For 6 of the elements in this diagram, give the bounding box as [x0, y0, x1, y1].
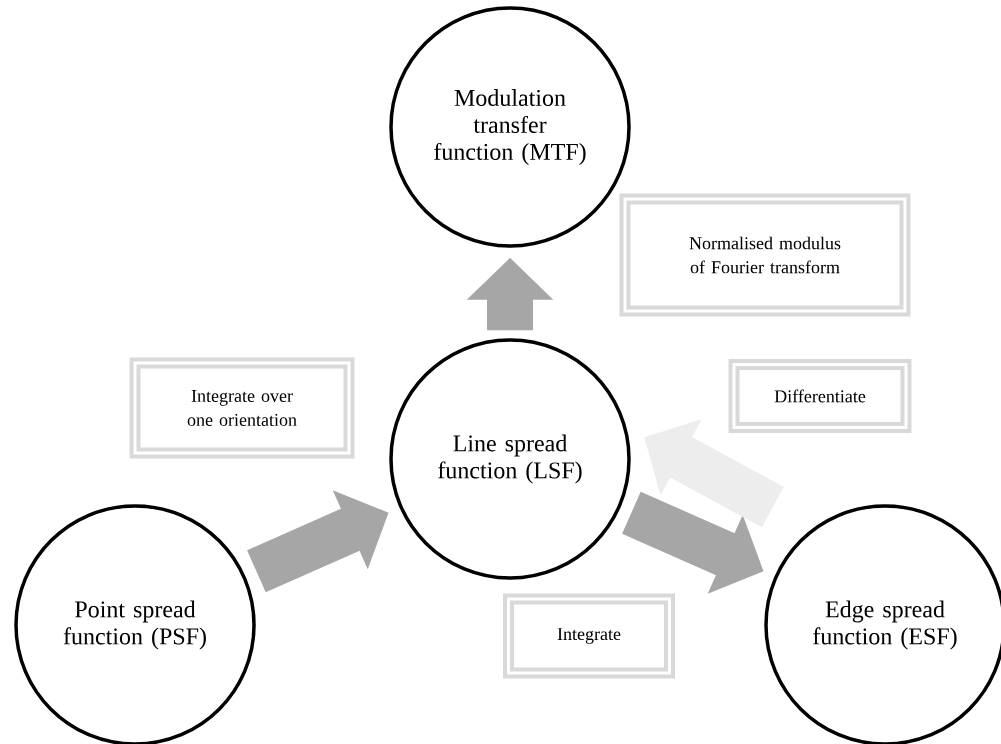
circle-node: Line spread function (LSF) [389, 338, 631, 580]
text-box: Integrate over one orientation [129, 357, 355, 459]
text-box: Integrate [503, 593, 675, 679]
text-box: Normalised modulus of Fourier transform [619, 193, 911, 317]
text-box: Differentiate [728, 359, 912, 433]
circle-node: Modulation transfer function (MTF) [389, 6, 631, 248]
